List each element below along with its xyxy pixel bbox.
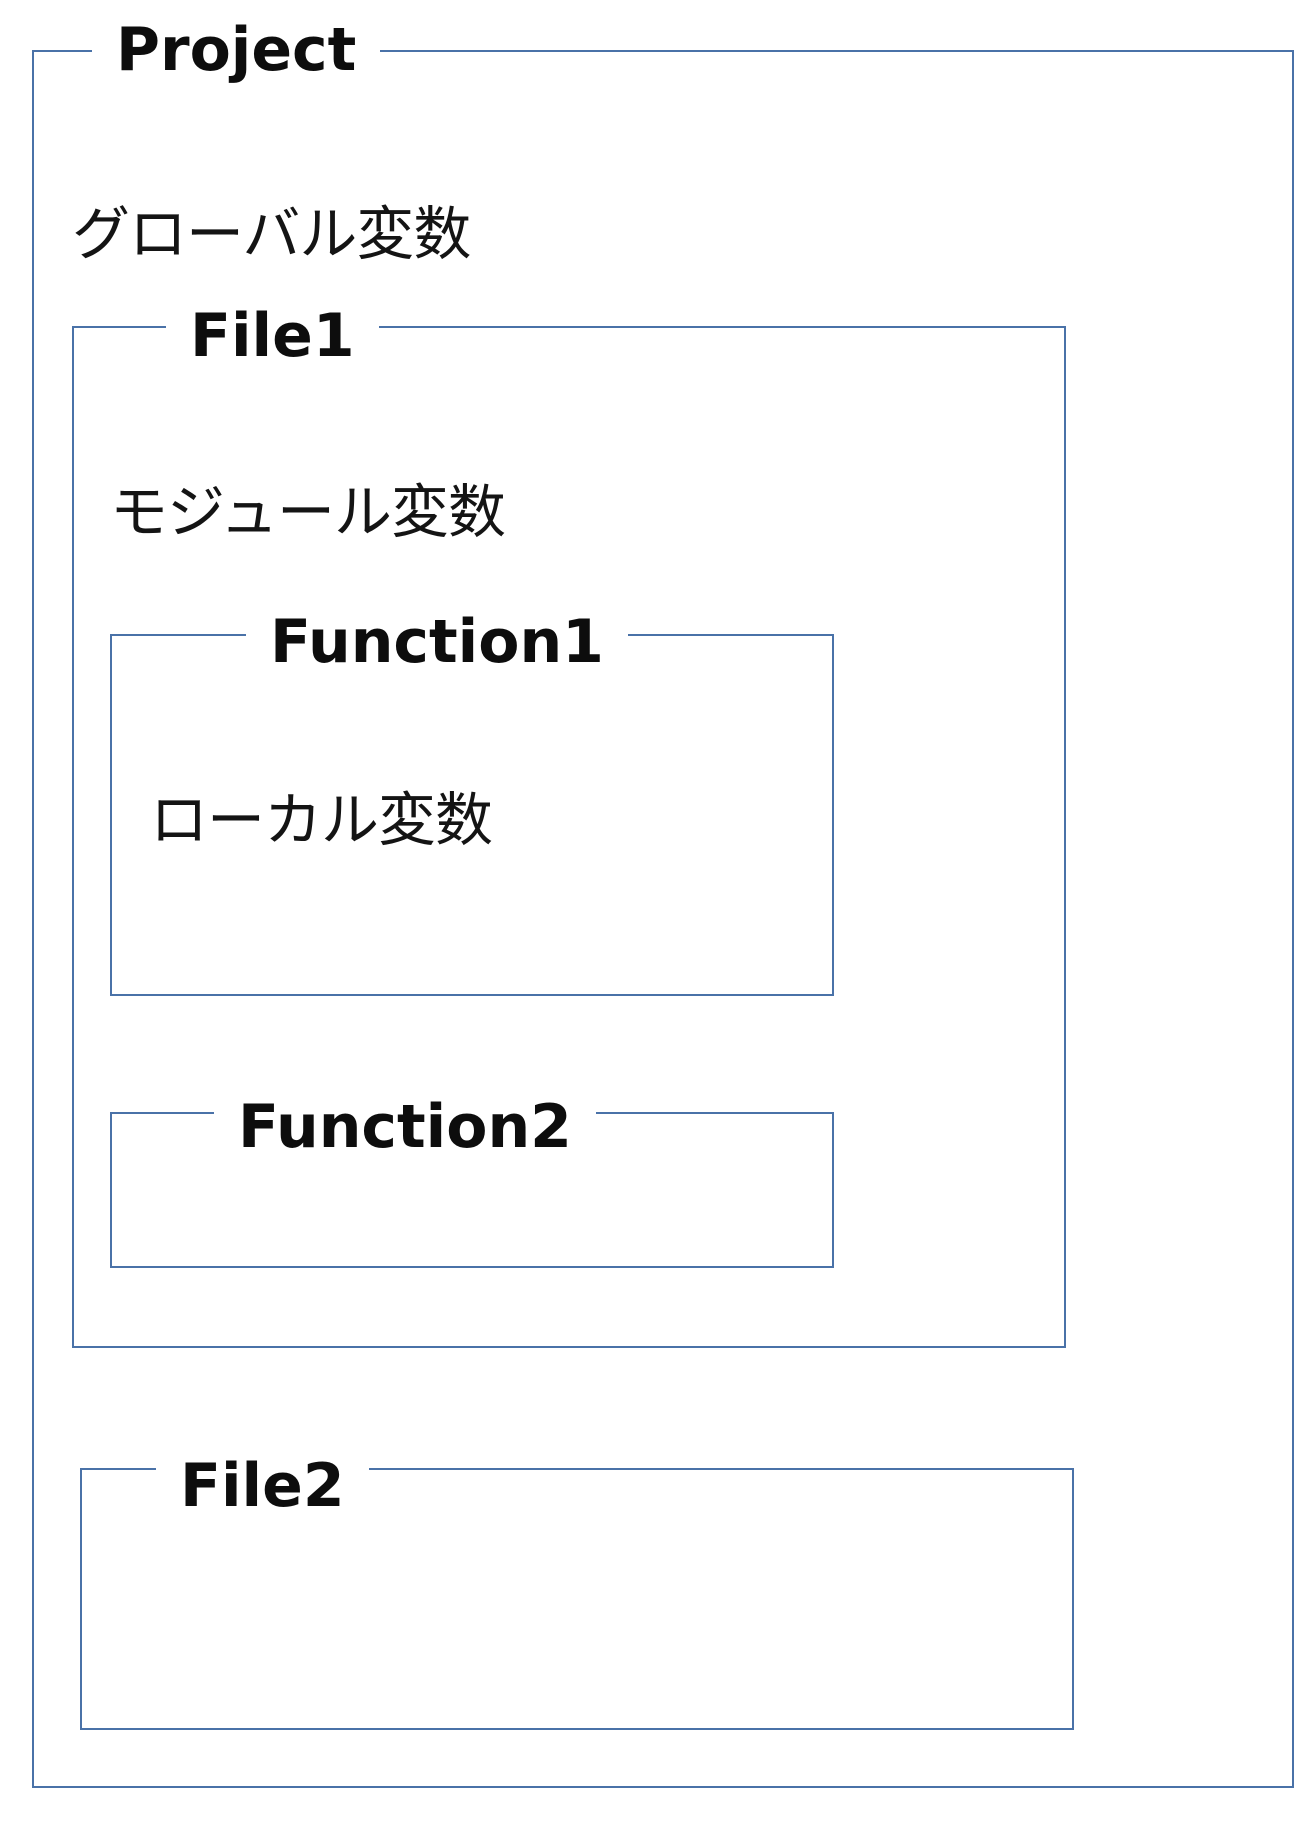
file1-title: File1 — [166, 306, 379, 366]
project-title: Project — [92, 20, 381, 80]
module-variable-label: モジュール変数 — [110, 478, 506, 546]
local-variable-label: ローカル変数 — [150, 786, 493, 854]
file2-title: File2 — [156, 1456, 369, 1516]
function1-title: Function1 — [246, 612, 628, 672]
file2-scope-frame — [80, 1468, 1074, 1730]
global-variable-label: グローバル変数 — [72, 200, 471, 268]
project-scope-frame — [32, 50, 1294, 1788]
function2-title: Function2 — [214, 1097, 596, 1157]
file1-scope-frame — [72, 326, 1066, 1348]
